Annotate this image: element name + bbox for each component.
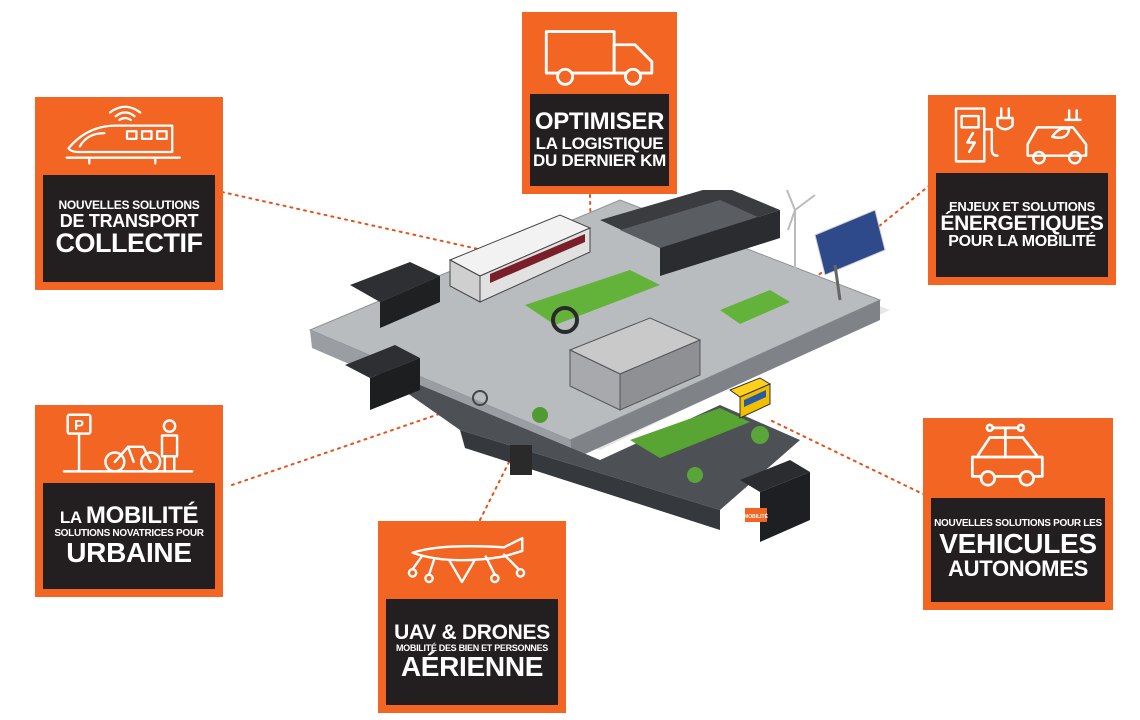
urbaine-line3: URBAINE bbox=[66, 537, 192, 569]
urbaine-line2: SOLUTIONS NOVATRICES POUR bbox=[54, 527, 204, 539]
card-logistique-text: OPTIMISER LA LOGISTIQUE DU DERNIER KM bbox=[530, 94, 669, 186]
booth-sign-panel bbox=[745, 508, 767, 522]
delivery-truck-icon bbox=[544, 30, 654, 86]
autonomes-line1: NOUVELLES SOLUTIONS POUR LES bbox=[934, 518, 1102, 530]
logistique-line2: LA LOGISTIQUE bbox=[535, 133, 664, 153]
autonomous-car-icon bbox=[970, 423, 1044, 487]
card-energie: ENJEUX ET SOLUTIONS ÉNERGETIQUES POUR LA… bbox=[928, 95, 1116, 285]
solar-panel-model bbox=[814, 209, 886, 301]
card-autonomes-text: NOUVELLES SOLUTIONS POUR LES VEHICULES A… bbox=[931, 498, 1105, 602]
high-speed-train-icon bbox=[65, 105, 181, 165]
card-transport-collectif: NOUVELLES SOLUTIONS DE TRANSPORT COLLECT… bbox=[35, 97, 223, 290]
card-logistique: OPTIMISER LA LOGISTIQUE DU DERNIER KM bbox=[522, 12, 677, 194]
booth-sign-label: MOBILITÉ bbox=[744, 512, 769, 520]
card-mobilite-urbaine: P LA MOBILITÉ SOLUTIONS NOVATRICES POUR … bbox=[35, 405, 223, 597]
drone-icon bbox=[407, 536, 526, 584]
card-vehicules-autonomes: NOUVELLES SOLUTIONS POUR LES VEHICULES A… bbox=[923, 418, 1113, 610]
logistique-line1: OPTIMISER bbox=[534, 108, 665, 136]
card-transport-text: NOUVELLES SOLUTIONS DE TRANSPORT COLLECT… bbox=[43, 175, 215, 282]
parking-letter: P bbox=[74, 417, 84, 434]
transport-line3: COLLECTIF bbox=[55, 228, 203, 259]
autonomes-line3: AUTONOMES bbox=[948, 556, 1088, 582]
transport-line1: NOUVELLES SOLUTIONS bbox=[58, 198, 200, 213]
wind-turbine-model bbox=[785, 190, 816, 280]
parking-bike-icon: P bbox=[62, 413, 194, 473]
autonomes-line2: VEHICULES bbox=[939, 527, 1097, 559]
green-lawn bbox=[720, 290, 790, 324]
card-urbaine-text: LA MOBILITÉ SOLUTIONS NOVATRICES POUR UR… bbox=[43, 483, 215, 589]
card-energie-text: ENJEUX ET SOLUTIONS ÉNERGETIQUES POUR LA… bbox=[936, 173, 1108, 277]
drones-line3: AÉRIENNE bbox=[400, 651, 544, 683]
charging-station-icon bbox=[954, 107, 1088, 165]
energie-line1: ENJEUX ET SOLUTIONS bbox=[949, 198, 1095, 214]
connector-transport bbox=[221, 191, 506, 256]
energie-line2: ÉNERGETIQUES bbox=[940, 211, 1104, 235]
energie-line3: POUR LA MOBILITÉ bbox=[948, 233, 1096, 251]
transport-line2: DE TRANSPORT bbox=[59, 210, 199, 231]
exhibition-floor-illustration: MOBILITÉ bbox=[308, 190, 890, 542]
connector-autonomes bbox=[769, 419, 926, 496]
card-drones-text: UAV & DRONES MOBILITÉ DES BIEN ET PERSON… bbox=[386, 599, 558, 705]
urbaine-line1a: LA bbox=[59, 508, 82, 528]
train-model bbox=[448, 214, 592, 303]
drones-line1: UAV & DRONES bbox=[394, 621, 550, 645]
card-drones: UAV & DRONES MOBILITÉ DES BIEN ET PERSON… bbox=[378, 521, 566, 713]
central-booth bbox=[568, 317, 702, 411]
green-lawn bbox=[630, 408, 750, 458]
urbaine-line1b: MOBILITÉ bbox=[85, 502, 199, 530]
logistique-line3: DU DERNIER KM bbox=[532, 151, 667, 171]
urbaine-line1: LA MOBILITÉ bbox=[59, 502, 199, 530]
autonomous-bus-model bbox=[728, 377, 772, 419]
drones-line2: MOBILITÉ DES BIEN ET PERSONNES bbox=[395, 642, 549, 653]
